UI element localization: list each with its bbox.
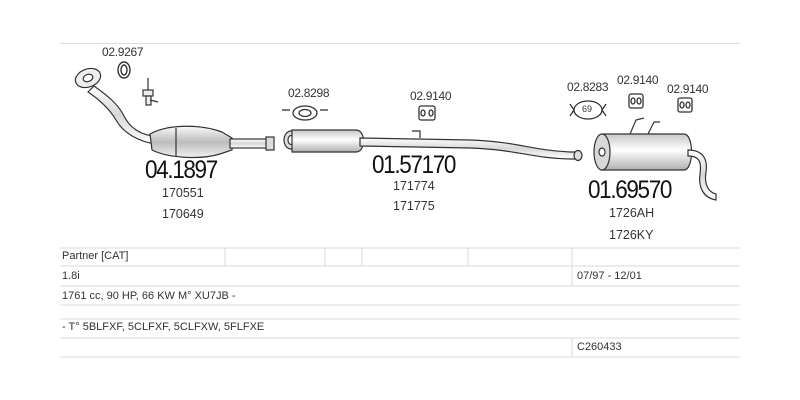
engine-size: 1.8i: [62, 270, 80, 282]
catalytic-converter-ref-2: 170649: [162, 207, 204, 221]
hanger-rear-1-code: 02.9140: [617, 73, 659, 87]
engine-specs: 1761 cc, 90 HP, 66 KW M° XU7JB -: [62, 290, 236, 302]
ring-rear-code: 02.8283: [567, 80, 609, 94]
clamp-middle-code: 02.8298: [288, 86, 330, 100]
gasket-front-code: 02.9267: [102, 45, 144, 59]
sealing-ring-drawing: [569, 100, 607, 120]
rubber-hanger-rear-2-drawing: [677, 97, 693, 113]
rubber-hanger-rear-1-drawing: [628, 93, 644, 109]
middle-silencer-ref-2: 171775: [393, 199, 435, 213]
info-table-grid: [60, 247, 740, 358]
sensor-drawing: [142, 78, 159, 106]
catalytic-converter-drawing: [74, 67, 275, 159]
middle-silencer-ref-1: 171774: [393, 179, 435, 193]
ring-rear-inner-label: 69: [582, 104, 593, 114]
catalytic-converter-code: 04.1897: [145, 156, 218, 184]
rear-silencer-drawing: [593, 117, 717, 201]
rubber-hanger-drawing: [418, 105, 436, 121]
hanger-rear-2-code: 02.9140: [667, 82, 709, 96]
top-rule: [60, 43, 740, 44]
rear-silencer-ref-1: 1726AH: [609, 206, 655, 220]
catalytic-converter-ref-1: 170551: [162, 186, 204, 200]
rear-silencer-ref-2: 1726KY: [609, 228, 654, 242]
middle-silencer-code: 01.57170: [372, 151, 456, 179]
gasket-ring-drawing: [117, 61, 131, 79]
hanger-middle-code: 02.9140: [410, 89, 452, 103]
catalogue-reference: C260433: [577, 341, 622, 353]
rear-silencer-code: 01.69570: [588, 176, 672, 204]
production-dates: 07/97 - 12/01: [577, 270, 642, 282]
vehicle-types: - T° 5BLFXF, 5CLFXF, 5CLFXW, 5FLFXE: [62, 321, 265, 333]
vehicle-model: Partner [CAT]: [62, 250, 129, 262]
clamp-drawing: [282, 105, 328, 121]
middle-silencer-drawing: [283, 129, 583, 162]
